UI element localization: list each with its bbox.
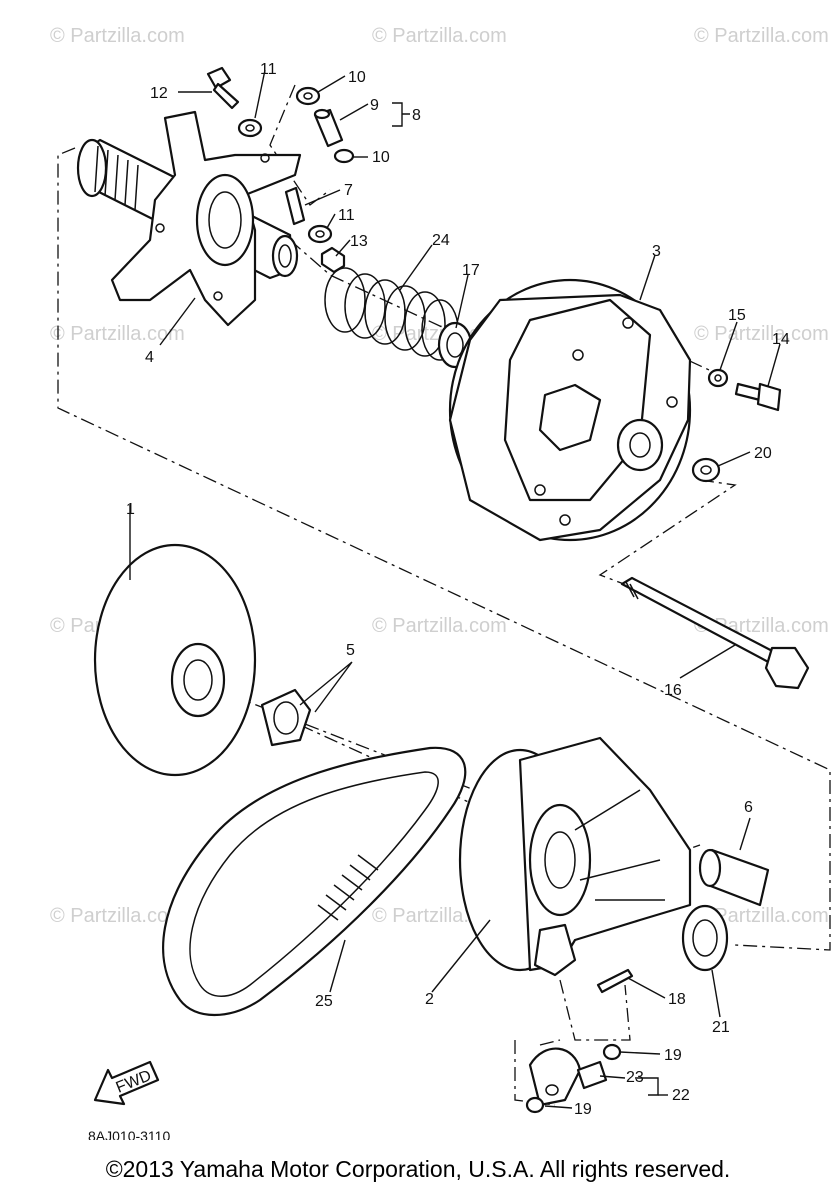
sleeve-6: [698, 848, 770, 907]
callout: 5: [346, 642, 355, 659]
callout: 20: [754, 445, 772, 462]
callout: 25: [315, 993, 333, 1010]
callout: 15: [728, 307, 746, 324]
watermark: © Partzilla.com: [694, 25, 829, 47]
callout: 16: [664, 682, 682, 699]
watermark: © Partzilla.com: [694, 323, 829, 345]
small-hardware-upper: [237, 86, 355, 274]
bolt-12: [206, 66, 240, 110]
forward-arrow-icon: FWD: [93, 1060, 160, 1106]
callout-numbers: 12 11 10 9 8 10 7 11 13 24 17 3 15 14 20…: [126, 61, 790, 1118]
callout: 18: [668, 991, 686, 1008]
callout: 7: [344, 182, 353, 199]
callout: 4: [145, 349, 154, 366]
callout: 10: [348, 69, 366, 86]
watermark: © Partzilla.com: [694, 905, 829, 927]
watermark: © Partzilla.com: [50, 905, 185, 927]
cover-3: [448, 278, 692, 542]
watermark: © Partzilla.com: [50, 323, 185, 345]
callout: 22: [672, 1087, 690, 1104]
callout: 10: [372, 149, 390, 166]
watermark: © Partzilla.com: [372, 25, 507, 47]
collar-5: [260, 688, 312, 747]
callout: 13: [350, 233, 368, 250]
exploded-parts-diagram: © Partzilla.com © Partzilla.com © Partzi…: [50, 25, 831, 1140]
watermark: © Partzilla.com: [50, 25, 185, 47]
primary-sheave-spider: [76, 110, 302, 327]
weight-assembly: [525, 1043, 622, 1114]
pin-18: [596, 968, 634, 994]
secondary-sheave-2: [458, 736, 692, 977]
callout: 11: [260, 61, 277, 78]
callout: 19: [664, 1047, 682, 1064]
callout: 12: [150, 85, 168, 102]
fixed-sheave-1: [93, 543, 257, 777]
watermark: © Partzilla.com: [372, 615, 507, 637]
spring-24: [324, 267, 459, 361]
leader-lines: [129, 69, 781, 1109]
diagram-code: 8AJ010-3110: [88, 1128, 170, 1140]
callout: 24: [432, 232, 450, 249]
callout: 3: [652, 243, 661, 260]
callout: 21: [712, 1019, 730, 1036]
callout: 8: [412, 107, 421, 124]
long-bolt-16: [620, 576, 810, 690]
callout: 1: [126, 501, 135, 518]
callout: 23: [626, 1069, 644, 1086]
v-belt-25: [162, 746, 467, 1017]
callout: 9: [370, 97, 379, 114]
callout: 14: [772, 331, 790, 348]
cover-hardware: [691, 368, 782, 483]
callout: 17: [462, 262, 480, 279]
callout: 6: [744, 799, 753, 816]
callout: 19: [574, 1101, 592, 1118]
seal-21: [681, 904, 729, 972]
callout: 2: [425, 991, 434, 1008]
copyright-notice: ©2013 Yamaha Motor Corporation, U.S.A. A…: [105, 1156, 731, 1182]
callout: 11: [338, 207, 355, 224]
